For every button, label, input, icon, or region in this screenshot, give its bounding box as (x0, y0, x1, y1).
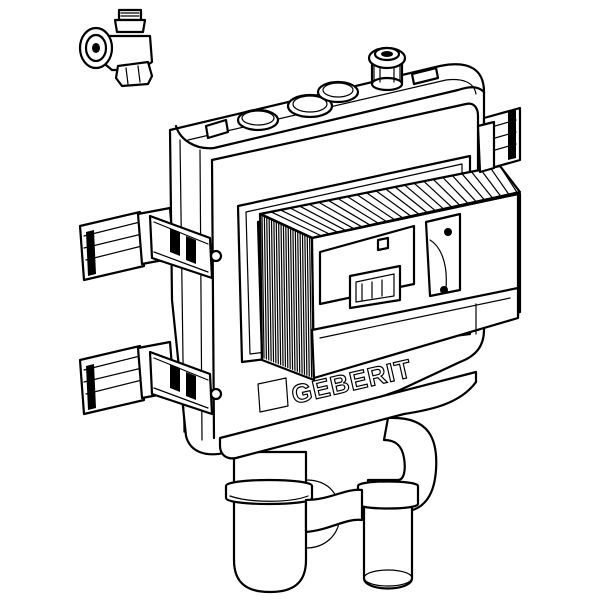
frame-rib (282, 224, 287, 368)
frame-rib (261, 215, 265, 359)
frame-top-rib (366, 192, 405, 220)
frame-rib (304, 234, 308, 376)
frame-top-rib (451, 175, 478, 204)
frame-top-rib (413, 182, 446, 211)
frame-top-rib (385, 188, 421, 216)
frame-top-rib (442, 176, 470, 206)
frame-rib (275, 221, 279, 365)
frame-top-rib (404, 184, 437, 213)
frame-top-rib (489, 167, 511, 197)
frame-top-rib (328, 199, 372, 227)
supply-connector-icon (367, 46, 407, 92)
frame-top-rib (289, 207, 340, 234)
frame-top-rib (461, 173, 486, 202)
frame-rib (297, 231, 301, 373)
frame-top-rib (423, 180, 454, 209)
frame-rib (285, 225, 289, 369)
frame-top-rib (270, 211, 323, 237)
frame-rib (270, 219, 275, 363)
protective-cover-frame-icon (256, 164, 522, 382)
frame-top-rib (470, 171, 495, 200)
frame-top-rib (337, 198, 380, 225)
frame-rib (289, 227, 294, 371)
mounting-bracket-left-top-icon (78, 206, 223, 282)
frame-rib (287, 226, 291, 370)
frame-rib (309, 236, 313, 378)
frame-rib (278, 222, 282, 366)
frame-top-rib (299, 205, 348, 232)
frame-top-rib (309, 203, 356, 230)
frame-rib (294, 230, 298, 372)
frame-top-rib (356, 194, 397, 221)
frame-rib (263, 216, 267, 360)
frame-rib (292, 229, 296, 371)
angle-valve-icon (78, 8, 154, 88)
frame-rib (301, 233, 306, 375)
mounting-bracket-right-icon (476, 106, 522, 174)
frame-top-rib (375, 190, 413, 218)
mounting-bracket-left-bottom-icon (78, 340, 223, 416)
frame-top-rib (280, 209, 331, 236)
frame-top-rib (394, 186, 429, 214)
frame-top-rib (432, 178, 462, 207)
frame-rib (299, 232, 303, 374)
frame-rib (273, 220, 277, 364)
siphon-trap-icon (224, 416, 438, 594)
frame-top-rib (480, 169, 503, 199)
frame-rib (266, 217, 270, 361)
frame-top-rib (318, 201, 364, 229)
frame-top-rib (499, 165, 519, 195)
frame-top-rib (261, 213, 315, 239)
frame-rib (280, 223, 284, 367)
frame-top-rib (347, 196, 389, 223)
frame-rib (306, 235, 310, 377)
frame-rib (268, 218, 272, 362)
